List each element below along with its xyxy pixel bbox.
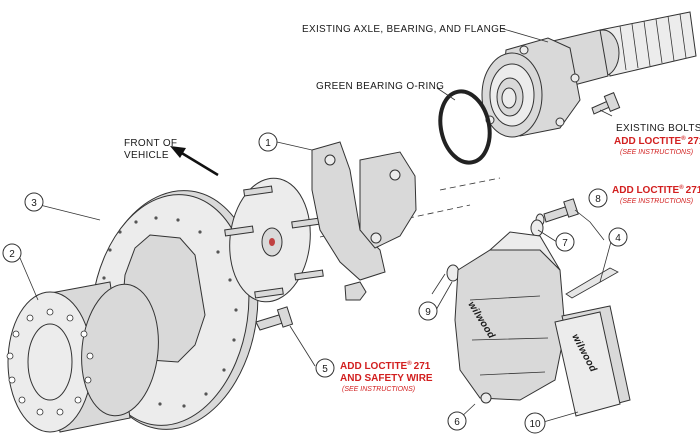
existing-bolt bbox=[591, 92, 621, 115]
bubble-2: 2 bbox=[2, 243, 22, 263]
svg-text:EXISTING BOLTS: EXISTING BOLTS bbox=[616, 123, 700, 134]
front-arrow bbox=[170, 146, 219, 177]
hub-face bbox=[224, 177, 324, 303]
bracket-nut bbox=[344, 281, 367, 301]
bubble-9: 9 bbox=[418, 301, 438, 321]
svg-text:1: 1 bbox=[265, 138, 271, 149]
callout-existing-axle: EXISTING AXLE, BEARING, AND FLANGE bbox=[302, 24, 506, 35]
bubble-10: 10 bbox=[524, 412, 546, 434]
svg-text:6: 6 bbox=[454, 417, 460, 428]
svg-text:9: 9 bbox=[425, 307, 431, 318]
bubble-7: 7 bbox=[555, 232, 575, 252]
callout-front-line1: FRONT OF bbox=[124, 138, 177, 149]
svg-text:7: 7 bbox=[562, 238, 568, 249]
svg-text:10: 10 bbox=[529, 419, 541, 430]
axle-assembly bbox=[481, 11, 697, 138]
svg-text:ADD LOCTITE®271: ADD LOCTITE®271 bbox=[614, 135, 700, 147]
bubble-8: 8 bbox=[588, 188, 608, 208]
bubble-1: 1 bbox=[258, 132, 278, 152]
svg-text:ADD LOCTITE®271: ADD LOCTITE®271 bbox=[612, 184, 700, 196]
callout-o-ring: GREEN BEARING O-RING bbox=[316, 81, 444, 92]
svg-text:(SEE INSTRUCTIONS): (SEE INSTRUCTIONS) bbox=[620, 149, 693, 156]
svg-text:2: 2 bbox=[9, 249, 15, 260]
bolt-8 bbox=[535, 198, 579, 227]
svg-text:4: 4 bbox=[615, 233, 621, 244]
o-ring bbox=[438, 89, 492, 165]
bubble-3: 3 bbox=[24, 192, 44, 212]
svg-text:3: 3 bbox=[31, 198, 37, 209]
bubble-4: 4 bbox=[608, 227, 628, 247]
bolt-5 bbox=[255, 306, 294, 331]
rotor-hat bbox=[6, 281, 159, 433]
svg-text:8: 8 bbox=[595, 194, 601, 205]
svg-text:ADD LOCTITE®271: ADD LOCTITE®271 bbox=[340, 360, 431, 372]
callout-front-line2: VEHICLE bbox=[124, 150, 169, 161]
callout-loctite-5: ADD LOCTITE®271 AND SAFETY WIRE (SEE INS… bbox=[340, 360, 433, 393]
leader-lines bbox=[19, 27, 613, 424]
brake-pads: wilwood bbox=[554, 305, 631, 417]
part-number-bubbles: 1 2 3 4 5 6 7 8 9 10 bbox=[2, 132, 628, 434]
cotter-pin bbox=[565, 267, 619, 299]
svg-text:AND SAFETY WIRE: AND SAFETY WIRE bbox=[340, 373, 433, 384]
callout-loctite-8: ADD LOCTITE®271 (SEE INSTRUCTIONS) bbox=[612, 184, 700, 205]
washer-7 bbox=[530, 219, 544, 237]
bubble-6: 6 bbox=[447, 411, 467, 431]
svg-text:(SEE INSTRUCTIONS): (SEE INSTRUCTIONS) bbox=[342, 386, 415, 393]
caliper: wilwood bbox=[454, 231, 566, 404]
caliper-bracket bbox=[311, 141, 417, 301]
callout-existing-bolts: EXISTING BOLTS ADD LOCTITE®271 (SEE INST… bbox=[614, 123, 700, 156]
svg-text:(SEE INSTRUCTIONS): (SEE INSTRUCTIONS) bbox=[620, 198, 693, 205]
bubble-5: 5 bbox=[315, 358, 335, 378]
svg-text:5: 5 bbox=[322, 364, 328, 375]
